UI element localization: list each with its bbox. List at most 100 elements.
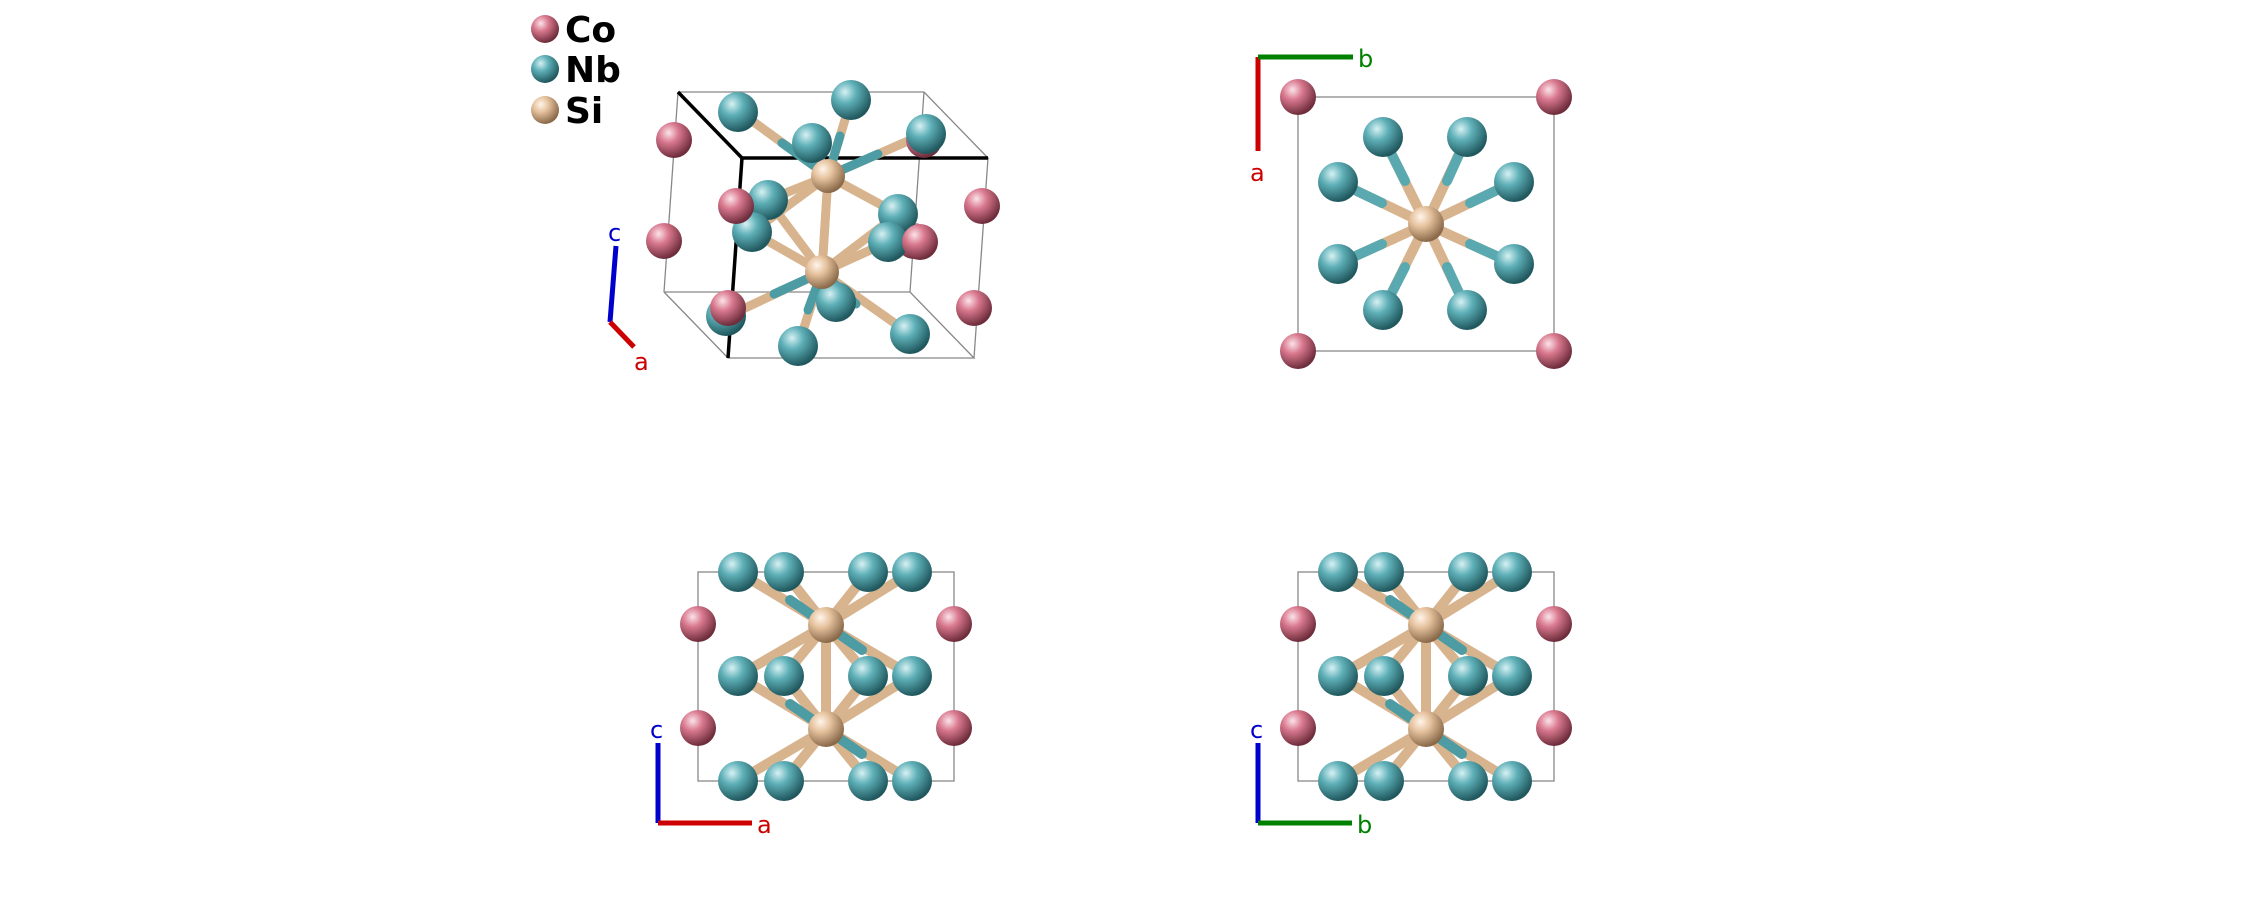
co-atom <box>1536 606 1572 642</box>
axis-triad: c a <box>650 716 772 839</box>
axis-triad: c a <box>607 219 649 376</box>
nb-atom <box>892 656 932 696</box>
nb-atom <box>718 92 758 132</box>
axis-triad: a b <box>1250 45 1373 187</box>
si-atom <box>805 255 839 289</box>
a-axis <box>608 320 636 349</box>
nb-atom <box>1448 656 1488 696</box>
c-axis <box>607 245 619 323</box>
unit-cell <box>697 571 955 782</box>
si-atom <box>1408 206 1444 242</box>
co-atom <box>936 606 972 642</box>
atoms <box>1280 552 1572 801</box>
nb-atom <box>868 222 908 262</box>
nb-atom <box>1318 162 1358 202</box>
b-axis-label: b <box>1357 811 1372 839</box>
si-atom <box>1408 711 1444 747</box>
si-atom <box>1408 607 1444 643</box>
nb-atom <box>1318 761 1358 801</box>
nb-atom <box>816 282 856 322</box>
a-axis-label: a <box>757 811 772 839</box>
nb-atom <box>792 123 832 163</box>
nb-atom <box>1448 552 1488 592</box>
nb-atom <box>1494 162 1534 202</box>
co-atom <box>1280 79 1316 115</box>
legend-label-nb: Nb <box>565 50 621 91</box>
nb-atom <box>848 552 888 592</box>
nb-atom <box>848 656 888 696</box>
a-axis-label: a <box>1250 159 1265 187</box>
nb-atom <box>1448 761 1488 801</box>
co-atom <box>1536 79 1572 115</box>
c-axis-label: c <box>650 716 663 744</box>
legend-label-si: Si <box>565 91 603 132</box>
nb-atom <box>1363 290 1403 330</box>
co-atom <box>718 188 754 224</box>
unit-cell <box>1297 96 1555 352</box>
nb-atom <box>892 552 932 592</box>
legend-item-nb: Nb <box>531 50 621 91</box>
co-atom <box>1280 333 1316 369</box>
nb-atom <box>1364 552 1404 592</box>
si-atom <box>811 159 845 193</box>
co-atom <box>656 122 692 158</box>
co-atom <box>936 710 972 746</box>
co-atom <box>1536 333 1572 369</box>
nb-atom <box>764 552 804 592</box>
nb-atom <box>718 656 758 696</box>
nb-atom <box>1318 244 1358 284</box>
nb-atom <box>1447 117 1487 157</box>
c-axis-label: c <box>608 219 621 247</box>
co-atom <box>902 224 938 260</box>
nb-atom <box>764 761 804 801</box>
view-along-c: a b <box>1250 45 1572 369</box>
nb-atom <box>1364 761 1404 801</box>
nb-atom <box>1363 117 1403 157</box>
view-along-b: c a <box>650 552 972 839</box>
axis-triad: c b <box>1250 716 1372 839</box>
nb-atom <box>1318 552 1358 592</box>
atoms <box>646 80 1000 366</box>
co-atom <box>680 606 716 642</box>
c-axis-label: c <box>1250 716 1263 744</box>
si-atom <box>808 607 844 643</box>
nb-atom <box>1318 656 1358 696</box>
nb-atom <box>831 80 871 120</box>
a-axis-label: a <box>634 348 649 376</box>
nb-atom <box>1447 290 1487 330</box>
co-atom <box>680 710 716 746</box>
co-atom <box>1536 710 1572 746</box>
si-atom <box>808 711 844 747</box>
nb-atom <box>1492 656 1532 696</box>
nb-atom <box>890 314 930 354</box>
co-atom <box>964 188 1000 224</box>
b-axis-label: b <box>1358 45 1373 73</box>
nb-atom <box>778 326 818 366</box>
atoms <box>680 552 972 801</box>
legend: Co Nb Si <box>531 10 621 132</box>
co-atom <box>710 290 746 326</box>
co-atom-icon <box>531 15 559 43</box>
co-atom <box>956 290 992 326</box>
nb-atom <box>1494 244 1534 284</box>
co-atom <box>1280 710 1316 746</box>
nb-atom <box>1492 761 1532 801</box>
nb-atom <box>718 761 758 801</box>
legend-item-co: Co <box>531 10 616 51</box>
nb-atom <box>848 761 888 801</box>
nb-atom <box>892 761 932 801</box>
legend-item-si: Si <box>531 91 603 132</box>
nb-atom-icon <box>531 55 559 83</box>
nb-atom <box>1364 656 1404 696</box>
nb-atom <box>718 552 758 592</box>
co-atom <box>1280 606 1316 642</box>
co-atom <box>646 223 682 259</box>
legend-label-co: Co <box>565 10 616 51</box>
nb-atom <box>764 656 804 696</box>
unit-cell <box>1297 571 1555 782</box>
si-atom-icon <box>531 96 559 124</box>
nb-atom <box>906 114 946 154</box>
nb-atom <box>748 180 788 220</box>
nb-atom <box>1492 552 1532 592</box>
